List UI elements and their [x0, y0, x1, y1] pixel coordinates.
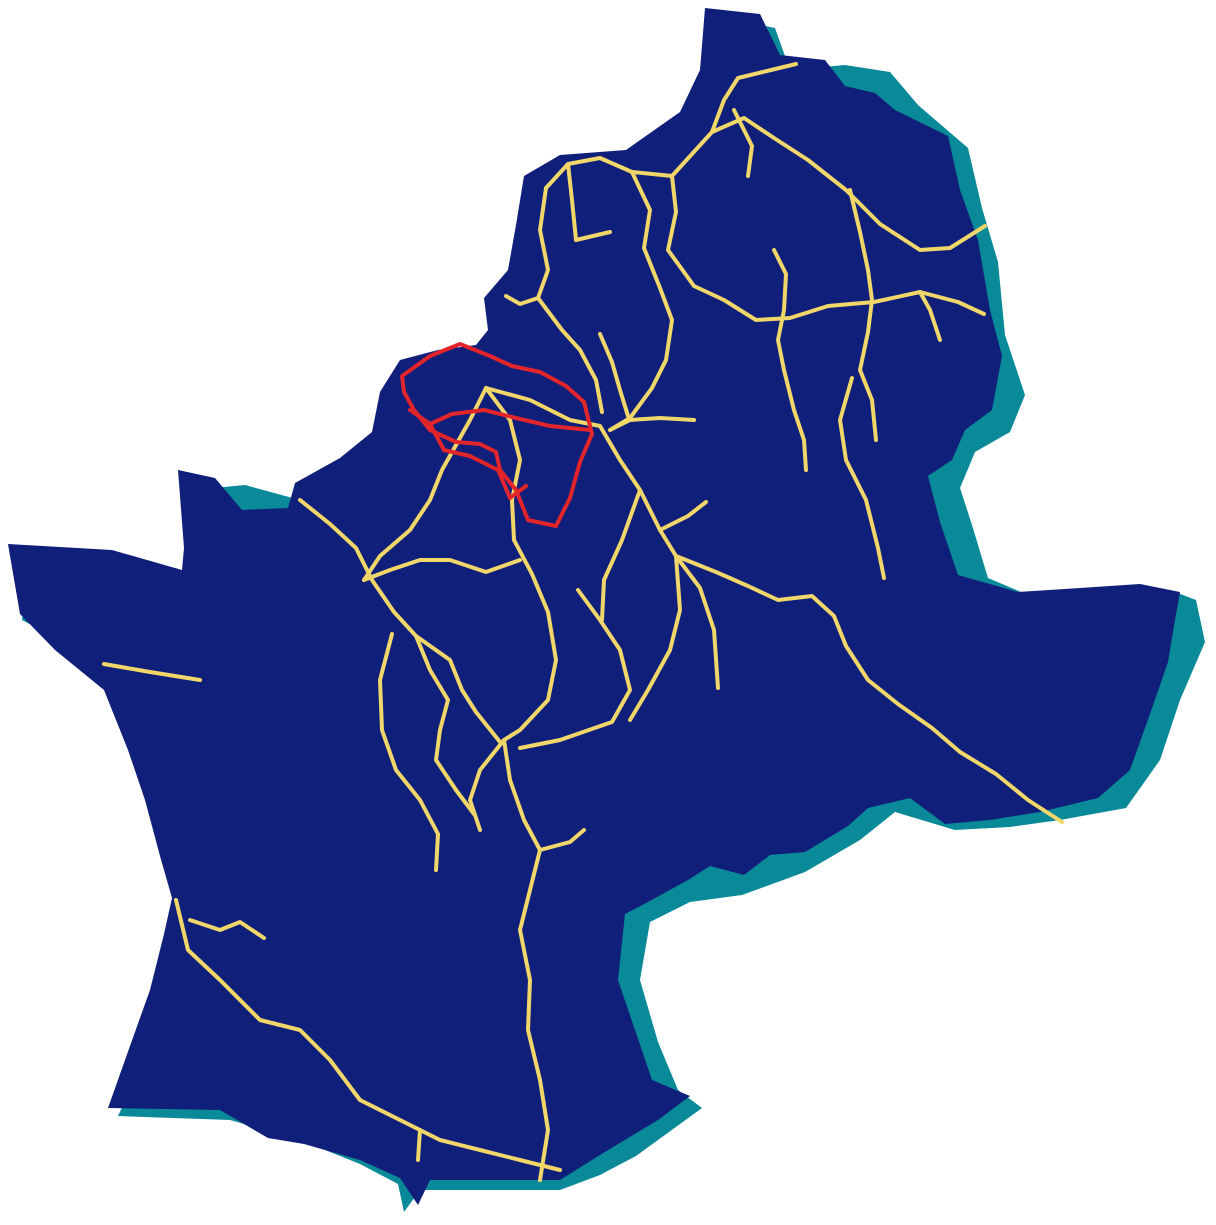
rail-line — [414, 634, 476, 816]
rail-line — [772, 248, 808, 472]
rail-line — [674, 554, 1064, 824]
rail-line — [484, 386, 558, 742]
rail-line — [174, 898, 562, 1172]
highlighted-routes — [400, 342, 594, 528]
rail-line — [378, 632, 440, 872]
rail-line — [600, 488, 642, 622]
rail-line — [362, 386, 488, 582]
rail-line — [608, 170, 674, 432]
highlighted-route — [428, 422, 528, 500]
rail-line — [918, 290, 942, 342]
rail-line — [658, 500, 708, 532]
rail-line — [666, 174, 986, 322]
rail-line — [536, 296, 604, 414]
rail-line — [468, 738, 506, 832]
land-mass — [8, 8, 1180, 1205]
rail-line — [102, 662, 202, 682]
rail-line — [608, 416, 696, 432]
rail-line — [362, 558, 522, 582]
rail-line — [848, 188, 878, 442]
railway-lines — [102, 62, 1064, 1182]
rail-line — [538, 828, 586, 852]
rail-line — [628, 554, 682, 722]
rail-line — [710, 116, 987, 252]
rail-line — [838, 376, 886, 580]
rail-line — [598, 332, 630, 418]
rail-line — [298, 498, 502, 744]
rail-line — [188, 918, 266, 940]
rail-line — [732, 108, 754, 178]
rail-line — [502, 738, 550, 1182]
rail-line — [518, 588, 632, 750]
rail-line — [504, 186, 550, 306]
highlighted-route — [400, 342, 594, 528]
rail-line — [416, 1128, 422, 1162]
rail-line — [566, 162, 612, 242]
